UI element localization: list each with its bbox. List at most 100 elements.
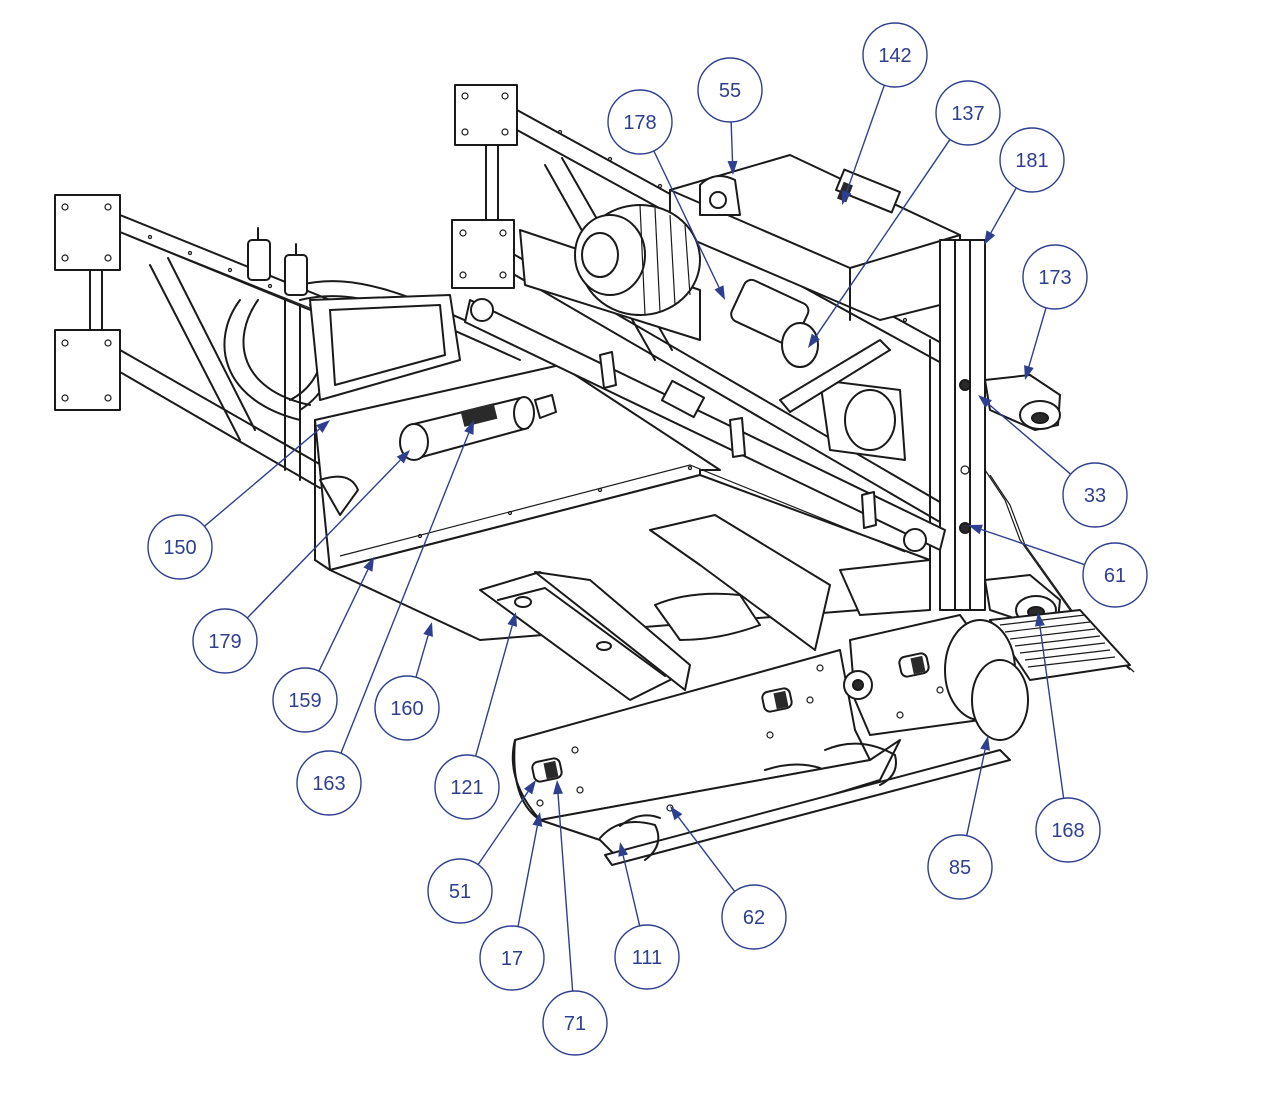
callout-label: 160 xyxy=(390,698,423,720)
leader-arrow xyxy=(507,612,518,627)
callout-178: 178 xyxy=(607,89,725,300)
leader-line xyxy=(981,528,1085,566)
leader-line xyxy=(415,635,429,678)
top-enclosure xyxy=(669,154,961,321)
leader-arrow xyxy=(1034,612,1045,627)
leader-arrow xyxy=(618,842,629,857)
callout-137: 137 xyxy=(808,80,1001,348)
callout-label: 173 xyxy=(1038,267,1071,289)
callout-142: 142 xyxy=(841,22,928,205)
callout-33: 33 xyxy=(978,395,1128,528)
leader-line xyxy=(474,625,513,757)
leader-line xyxy=(990,187,1017,234)
leader-line xyxy=(477,791,529,865)
callout-62: 62 xyxy=(670,806,787,950)
callout-85: 85 xyxy=(927,736,993,900)
callout-label: 55 xyxy=(719,80,741,102)
machine-drawing xyxy=(54,84,1135,866)
callout-label: 181 xyxy=(1015,150,1048,172)
callout-label: 85 xyxy=(949,857,971,879)
callout-label: 61 xyxy=(1104,565,1126,587)
leader-arrow xyxy=(396,450,410,464)
callout-label: 111 xyxy=(632,947,662,969)
leader-arrow xyxy=(968,524,983,535)
callout-163: 163 xyxy=(296,420,474,816)
roller-bolts xyxy=(531,652,930,783)
callout-label: 178 xyxy=(623,112,656,134)
leader-arrow xyxy=(363,557,374,572)
callout-179: 179 xyxy=(192,450,410,674)
leader-line xyxy=(203,428,320,527)
leader-line xyxy=(1039,625,1065,799)
leader-line xyxy=(966,749,986,836)
callout-181: 181 xyxy=(984,127,1065,245)
spray-rail xyxy=(464,298,946,552)
leader-line xyxy=(1028,307,1047,367)
callout-17: 17 xyxy=(479,812,545,991)
leader-line xyxy=(730,121,734,162)
callout-bubble xyxy=(607,89,673,155)
leader-line xyxy=(988,403,1072,475)
leader-arrow xyxy=(978,395,992,408)
callout-bubble xyxy=(862,22,928,88)
callout-bubble xyxy=(1035,797,1101,863)
callout-bubble xyxy=(697,57,763,123)
callout-bubble xyxy=(427,858,493,924)
callout-bubble xyxy=(296,750,362,816)
callout-label: 159 xyxy=(288,690,321,712)
leader-arrow xyxy=(670,806,683,821)
leader-arrow xyxy=(984,230,996,245)
inner-ramps xyxy=(479,514,931,701)
leader-arrow xyxy=(316,420,330,433)
callout-bubble xyxy=(1062,462,1128,528)
callout-bubble xyxy=(927,834,993,900)
callout-label: 33 xyxy=(1084,485,1106,507)
callout-bubble xyxy=(542,990,608,1056)
leader-arrow xyxy=(523,780,536,795)
callout-bubble xyxy=(935,80,1001,146)
callout-label: 62 xyxy=(743,907,765,929)
leader-line xyxy=(246,459,401,619)
callout-173: 173 xyxy=(1022,244,1088,380)
callout-label: 71 xyxy=(564,1013,586,1035)
callout-label: 163 xyxy=(312,773,345,795)
leader-arrow xyxy=(423,622,433,637)
leader-arrow xyxy=(808,333,821,348)
leader-arrow xyxy=(727,160,738,175)
leader-arrow xyxy=(714,285,725,300)
leader-line xyxy=(846,84,885,193)
callout-bubble xyxy=(614,924,680,990)
callout-160: 160 xyxy=(374,622,440,741)
callout-150: 150 xyxy=(147,420,330,580)
left-frame xyxy=(54,194,331,489)
callout-label: 150 xyxy=(163,537,196,559)
leader-line xyxy=(815,139,951,337)
callout-bubble xyxy=(192,608,258,674)
callout-label: 168 xyxy=(1051,820,1084,842)
callout-bubble xyxy=(999,127,1065,193)
leader-arrow xyxy=(980,736,990,751)
leader-line xyxy=(557,793,574,992)
leader-line xyxy=(677,816,736,892)
callout-bubble xyxy=(479,925,545,991)
callout-label: 51 xyxy=(449,881,471,903)
foot-grate xyxy=(989,609,1131,681)
leader-line xyxy=(622,855,641,927)
callout-bubble xyxy=(147,514,213,580)
callout-71: 71 xyxy=(542,780,608,1056)
leader-line xyxy=(318,569,369,672)
callout-168: 168 xyxy=(1034,612,1101,863)
callout-61: 61 xyxy=(968,524,1148,608)
callout-55: 55 xyxy=(697,57,763,175)
leader-arrow xyxy=(553,780,564,795)
callout-121: 121 xyxy=(434,612,518,820)
caster-assemblies xyxy=(984,374,1061,626)
leader-arrow xyxy=(1024,365,1034,380)
callout-111: 111 xyxy=(614,842,680,990)
pump-motor xyxy=(574,204,906,461)
leader-line xyxy=(653,150,720,288)
callout-label: 142 xyxy=(878,45,911,67)
callout-label: 137 xyxy=(951,103,984,125)
